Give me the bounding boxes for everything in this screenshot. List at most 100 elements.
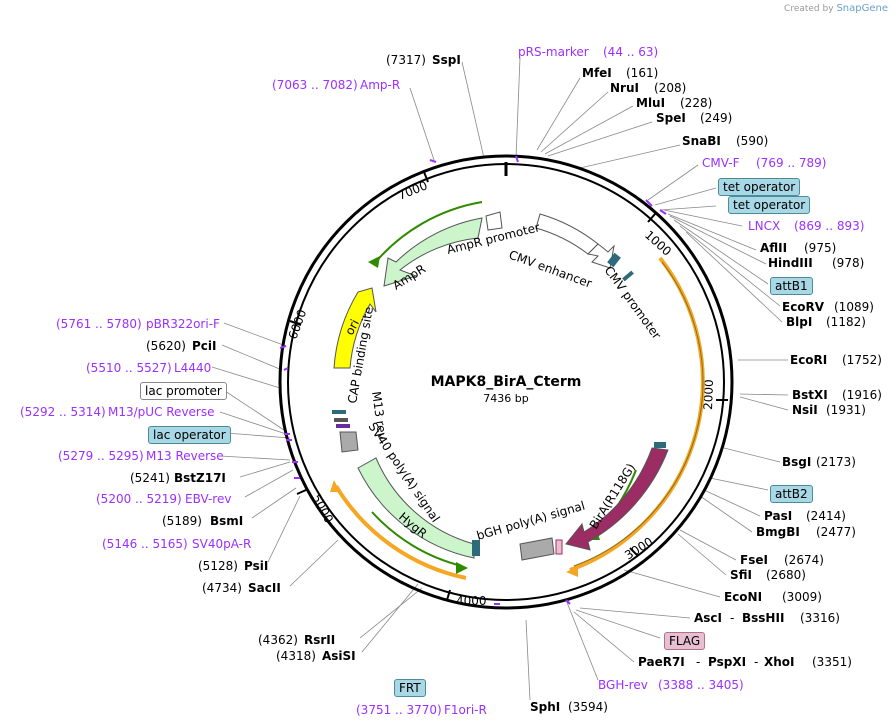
bstz17i-pos: (5241) <box>130 471 170 485</box>
mlui-name[interactable]: MluI <box>636 96 665 110</box>
primer-markers <box>279 155 667 605</box>
cmv-promoter-label: CMV promoter <box>602 264 664 342</box>
sphi-name[interactable]: SphI <box>530 700 560 714</box>
snabi-pos: (590) <box>736 134 768 148</box>
econi-pos: (3009) <box>782 590 822 604</box>
lac-promoter-label[interactable]: lac promoter <box>140 382 227 400</box>
sfii-name[interactable]: SfiI <box>730 568 752 582</box>
tet-operator-2-label[interactable]: tet operator <box>728 196 811 214</box>
snabi-name[interactable]: SnaBI <box>682 134 721 148</box>
flag-label[interactable]: FLAG <box>664 632 706 650</box>
asci-dash: - <box>730 611 734 625</box>
hindiii-name[interactable]: HindIII <box>768 256 813 270</box>
l4440-name[interactable]: L4440 <box>174 361 211 375</box>
lncx-name[interactable]: LNCX <box>748 219 780 233</box>
sv40pa-pos: (5146 .. 5165) <box>102 537 188 551</box>
bsmi-name[interactable]: BsmI <box>210 514 243 528</box>
cmv-enhancer-feature[interactable] <box>535 213 599 255</box>
nsii-pos: (1931) <box>826 403 866 417</box>
paer7i-name[interactable]: PaeR7I <box>638 655 685 669</box>
backbone-outer <box>278 154 734 610</box>
attb2-label[interactable]: attB2 <box>770 485 813 503</box>
plasmid-name: MAPK8_BirA_Cterm <box>431 374 582 390</box>
asisi-name[interactable]: AsiSI <box>322 649 356 663</box>
f1ori-name[interactable]: F1ori-R <box>444 703 487 717</box>
rsrii-name[interactable]: RsrII <box>304 633 335 647</box>
econi-name[interactable]: EcoNI <box>724 590 762 604</box>
plasmid-length: 7436 bp <box>483 392 528 405</box>
blpi-name[interactable]: BlpI <box>786 315 812 329</box>
prs-marker-name[interactable]: pRS-marker <box>518 45 589 59</box>
cap-marker <box>334 418 348 422</box>
xhoi-name[interactable]: XhoI <box>764 655 795 669</box>
m13rev-pos: (5279 .. 5295) <box>58 449 144 463</box>
sv40pa-name[interactable]: SV40pA-R <box>192 537 251 551</box>
right-labels: MfeI (161) NruI (208) MluI (228) SpeI (2… <box>530 66 882 714</box>
ebvrev-name[interactable]: EBV-rev <box>185 492 231 506</box>
bstxi-name[interactable]: BstXI <box>792 388 828 402</box>
frt-label[interactable]: FRT <box>394 679 426 697</box>
ampr-feature[interactable] <box>383 217 483 287</box>
bmgbi-pos: (2477) <box>816 525 856 539</box>
bsgi-name[interactable]: BsgI <box>782 455 811 469</box>
bsgi-pos: (2173) <box>816 455 856 469</box>
tick-6000: 6000 <box>286 308 310 341</box>
hindiii-pos: (978) <box>832 256 864 270</box>
orf-green-ampr <box>373 201 483 265</box>
nrui-name[interactable]: NruI <box>610 81 639 95</box>
bsmi-pos: (5189) <box>162 514 202 528</box>
bgh-label: bGH poly(A) signal <box>475 499 587 543</box>
pspxi-dash: - <box>754 655 758 669</box>
ampr-primer-name[interactable]: Amp-R <box>360 78 400 92</box>
leader-lines <box>211 57 789 701</box>
bgh-polya-feature[interactable] <box>519 537 555 561</box>
orf-arrow-hygr <box>330 480 340 492</box>
bstz17i-name[interactable]: BstZ17I <box>174 471 226 485</box>
fsei-pos: (2674) <box>784 553 824 567</box>
m13rev-name[interactable]: M13 Reverse <box>146 449 224 463</box>
m13-rev-label: M13 rev <box>369 390 390 440</box>
m13puc-name[interactable]: M13/pUC Reverse <box>108 405 215 419</box>
bstxi-pos: (1916) <box>842 388 882 402</box>
tick-1000: 1000 <box>642 228 674 259</box>
mfei-name[interactable]: MfeI <box>582 66 612 80</box>
bmgbi-name[interactable]: BmgBI <box>756 525 800 539</box>
lncx-pos: (869 .. 893) <box>794 219 864 233</box>
ecori-pos: (1752) <box>842 353 882 367</box>
l4440-pos: (5510 .. 5527) <box>86 361 172 375</box>
orf-green-hygr-head <box>456 562 468 574</box>
ticks <box>289 171 728 601</box>
lac-operator-label[interactable]: lac operator <box>148 426 231 444</box>
ecori-name[interactable]: EcoRI <box>790 353 827 367</box>
hygr-feature[interactable] <box>357 457 475 559</box>
ori-feature[interactable] <box>333 287 377 369</box>
lac-marker <box>332 410 346 414</box>
sspi-name[interactable]: SspI <box>432 53 461 67</box>
fsei-name[interactable]: FseI <box>740 553 768 567</box>
asci-name[interactable]: AscI <box>694 611 722 625</box>
pbr322-name[interactable]: pBR322ori-F <box>146 317 220 331</box>
sacii-name[interactable]: SacII <box>248 581 281 595</box>
pspxi-name[interactable]: PspXI <box>708 655 746 669</box>
ecorv-name[interactable]: EcoRV <box>782 300 825 314</box>
cmv-small-marker <box>607 252 621 268</box>
spei-name[interactable]: SpeI <box>656 111 686 125</box>
bsshii-pos: (3316) <box>800 611 840 625</box>
pcii-name[interactable]: PciI <box>192 339 217 353</box>
tet-operator-1-label[interactable]: tet operator <box>718 178 801 196</box>
asisi-pos: (4318) <box>276 649 316 663</box>
attb1-label[interactable]: attB1 <box>770 277 813 295</box>
bira-feature[interactable] <box>565 447 669 551</box>
psii-name[interactable]: PsiI <box>244 559 268 573</box>
sspi-pos: (7317) <box>386 53 426 67</box>
bghrev-pos: (3388 .. 3405) <box>658 678 744 692</box>
bghrev-name[interactable]: BGH-rev <box>598 678 648 692</box>
nsii-name[interactable]: NsiI <box>792 403 818 417</box>
pasi-name[interactable]: PasI <box>764 509 792 523</box>
aflii-name[interactable]: AflII <box>760 241 787 255</box>
bsshii-name[interactable]: BssHII <box>742 611 784 625</box>
cmvf-name[interactable]: CMV-F <box>702 156 740 170</box>
ampr-promoter-feature[interactable] <box>485 211 503 231</box>
orf-arc-hygr <box>334 484 467 580</box>
